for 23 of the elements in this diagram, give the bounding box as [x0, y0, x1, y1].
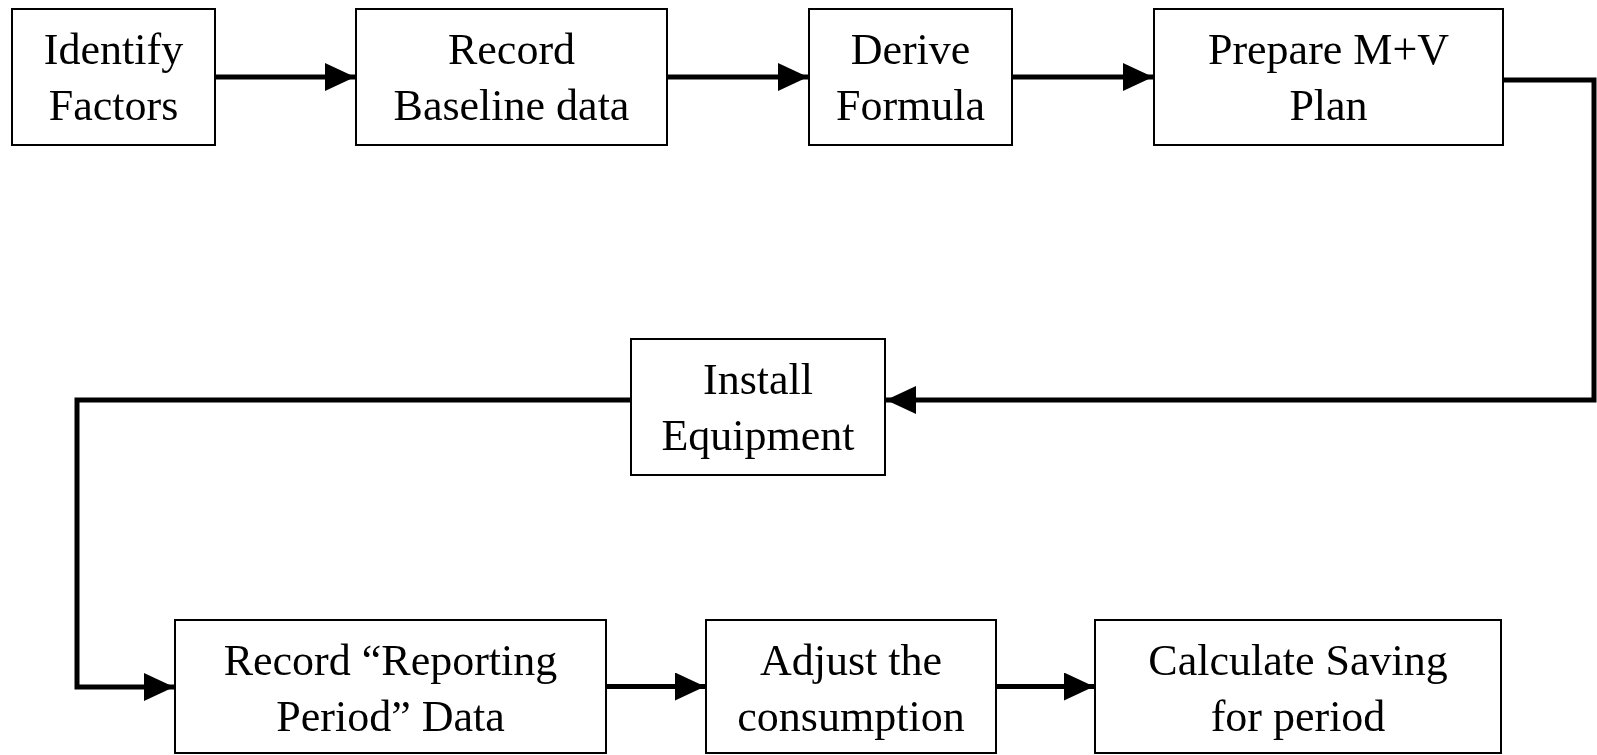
process-box — [11, 8, 216, 146]
process-box — [174, 619, 607, 754]
process-box — [355, 8, 668, 146]
arrow — [668, 63, 808, 91]
box-label: Calculate Saving for period — [1147, 635, 1449, 743]
arrow — [1013, 63, 1153, 91]
arrow — [74, 397, 630, 701]
arrow — [997, 672, 1094, 701]
arrow — [216, 63, 355, 91]
box-label: Install Equipment — [660, 354, 856, 462]
box-label: Record Baseline data — [392, 24, 631, 132]
process-box — [1153, 8, 1504, 146]
arrow — [886, 77, 1597, 414]
process-box — [808, 8, 1013, 146]
box-label: Identify Factors — [42, 24, 185, 132]
box-label: Record “Reporting Period” Data — [222, 635, 559, 743]
box-label: Prepare M+V Plan — [1206, 24, 1451, 132]
box-label: Adjust the consumption — [736, 635, 966, 743]
box-label: Derive Formula — [834, 24, 987, 132]
process-box — [1094, 619, 1502, 754]
process-box — [630, 338, 886, 476]
arrow — [607, 672, 705, 701]
process-box — [705, 619, 997, 754]
